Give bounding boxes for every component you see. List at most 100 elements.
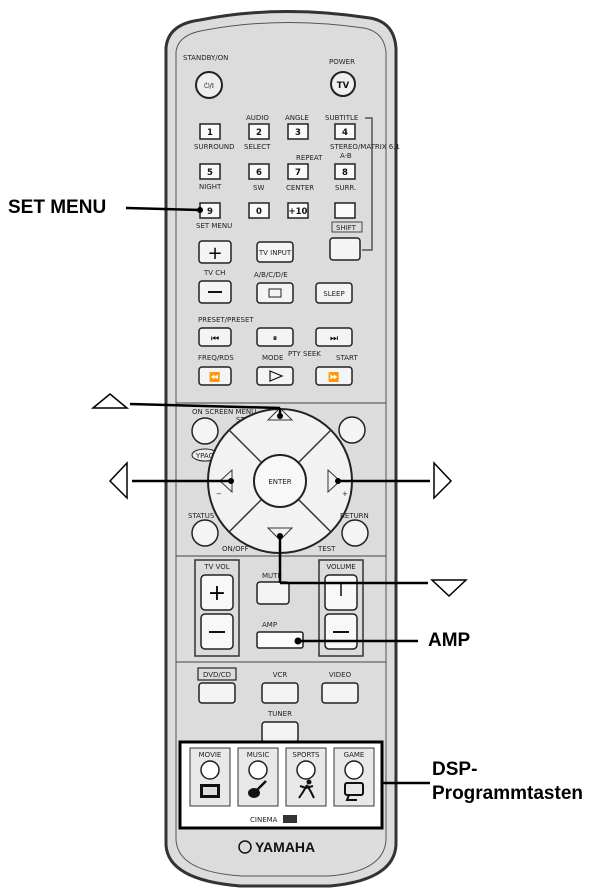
return-label: RETURN (340, 512, 369, 520)
num-plus10-text: +10 (289, 207, 308, 217)
minus-small: − (216, 490, 222, 498)
tv-ch-label: TV CH (203, 269, 225, 277)
surround-label: SURROUND (194, 143, 235, 151)
return-button[interactable] (341, 519, 369, 547)
runner-icon (298, 779, 315, 799)
dpad-up-button[interactable] (266, 407, 294, 421)
dpad-right-button[interactable] (327, 468, 341, 494)
arrow-right-outline-icon (433, 461, 453, 500)
tv-ch-up-button[interactable] (198, 240, 232, 264)
top-right-button[interactable] (338, 416, 366, 444)
mute-button[interactable] (256, 581, 290, 605)
shift-frame (331, 221, 363, 233)
dsp-game-button[interactable] (344, 760, 364, 780)
num-button-plus10[interactable] (287, 202, 309, 219)
dsp-movie-button[interactable] (200, 760, 220, 780)
number-row-1: 1 2 3 4 (199, 123, 356, 140)
test-label: TEST (317, 545, 336, 553)
callout-line-up (129, 402, 281, 410)
bracket-line (362, 117, 373, 251)
abcde-label: A/B/C/D/E (254, 271, 288, 279)
cinema-badge (283, 815, 297, 823)
dpad-down-button[interactable] (266, 527, 294, 541)
preset-prev-button[interactable] (198, 327, 232, 347)
film-icon (200, 784, 220, 798)
blank-button[interactable] (334, 202, 356, 219)
power-tv-button[interactable] (330, 71, 356, 97)
num-button-7[interactable] (287, 163, 309, 180)
vcr-button[interactable] (261, 682, 299, 704)
video-label: VIDEO (329, 671, 352, 679)
num-button-0[interactable] (248, 202, 270, 219)
rewind-button[interactable] (198, 366, 232, 386)
enter-text: ENTER (268, 478, 291, 486)
repeat-label: REPEAT (296, 154, 323, 162)
shift-label: SHIFT (336, 224, 357, 232)
surr-label: SURR. (335, 184, 356, 192)
sleep-button[interactable] (315, 282, 353, 304)
play-icon (269, 370, 284, 382)
dsp-callout-label-line1: DSP- (432, 759, 478, 780)
standby-label: STANDBY/ON (183, 54, 228, 62)
play-button[interactable] (256, 366, 294, 386)
dvd-cd-button[interactable] (198, 682, 236, 704)
pause-icon: ⏸ (273, 334, 278, 344)
dvd-cd-frame (197, 667, 237, 681)
next-button[interactable] (315, 327, 353, 347)
num-button-1[interactable] (199, 123, 221, 140)
tv-input-button[interactable] (256, 241, 294, 263)
amp-callout-label: AMP (428, 630, 471, 651)
tv-vol-frame (194, 559, 240, 657)
next-icon: ⏭ (330, 334, 338, 344)
rewind-icon: ⏪ (209, 371, 220, 383)
brand-name: YAMAHA (255, 839, 315, 855)
num-button-6[interactable] (248, 163, 270, 180)
num-button-2[interactable] (248, 123, 270, 140)
num-7-text: 7 (295, 168, 301, 178)
tv-vol-up-button[interactable] (200, 574, 234, 611)
forward-button[interactable] (315, 366, 353, 386)
num-button-5[interactable] (199, 163, 221, 180)
standby-button[interactable] (195, 71, 223, 99)
callout-dot-right (335, 478, 341, 484)
center-label: CENTER (286, 184, 314, 192)
dsp-callout-label-line2: Programmtasten (432, 783, 583, 804)
arrow-left-outline-icon (108, 461, 128, 500)
num-8-text: 8 (342, 168, 348, 178)
dsp-game-label: GAME (344, 751, 365, 759)
dsp-sports-label: SPORTS (292, 751, 320, 759)
num-9-text: 9 (207, 207, 213, 217)
ypao-text: YPAO (195, 452, 215, 460)
stereo-matrix-label: STEREO/MATRIX 6.1 (330, 143, 400, 151)
callout-line-set-menu (125, 206, 201, 212)
standby-icon: ⏻/I (204, 82, 214, 90)
abcde-button[interactable] (256, 282, 294, 304)
num-6-text: 6 (256, 168, 262, 178)
enter-button[interactable] (253, 454, 307, 508)
prev-icon: ⏮ (211, 334, 219, 344)
plus-icon: + (207, 243, 222, 264)
num-button-8[interactable] (334, 163, 356, 180)
num-5-text: 5 (207, 168, 213, 178)
status-label: STATUS (188, 512, 215, 520)
mute-label: MUTE (262, 572, 282, 580)
num-3-text: 3 (295, 128, 301, 138)
on-screen-menu-button[interactable] (191, 417, 219, 445)
num-button-4[interactable] (334, 123, 356, 140)
dsp-music-button[interactable] (248, 760, 268, 780)
power-label: POWER (329, 58, 355, 66)
callout-dot-amp (294, 637, 302, 645)
tuner-button[interactable] (261, 721, 299, 743)
num-button-3[interactable] (287, 123, 309, 140)
video-button[interactable] (321, 682, 359, 704)
sw-label: SW (253, 184, 264, 192)
shift-button[interactable] (329, 237, 361, 261)
tuner-label: TUNER (267, 710, 292, 718)
pause-button[interactable] (256, 327, 294, 347)
dsp-sports-panel (285, 747, 327, 807)
status-button[interactable] (191, 519, 219, 547)
num-0-text: 0 (256, 207, 262, 217)
onoff-label: ON/OFF (222, 545, 249, 553)
dsp-sports-button[interactable] (296, 760, 316, 780)
